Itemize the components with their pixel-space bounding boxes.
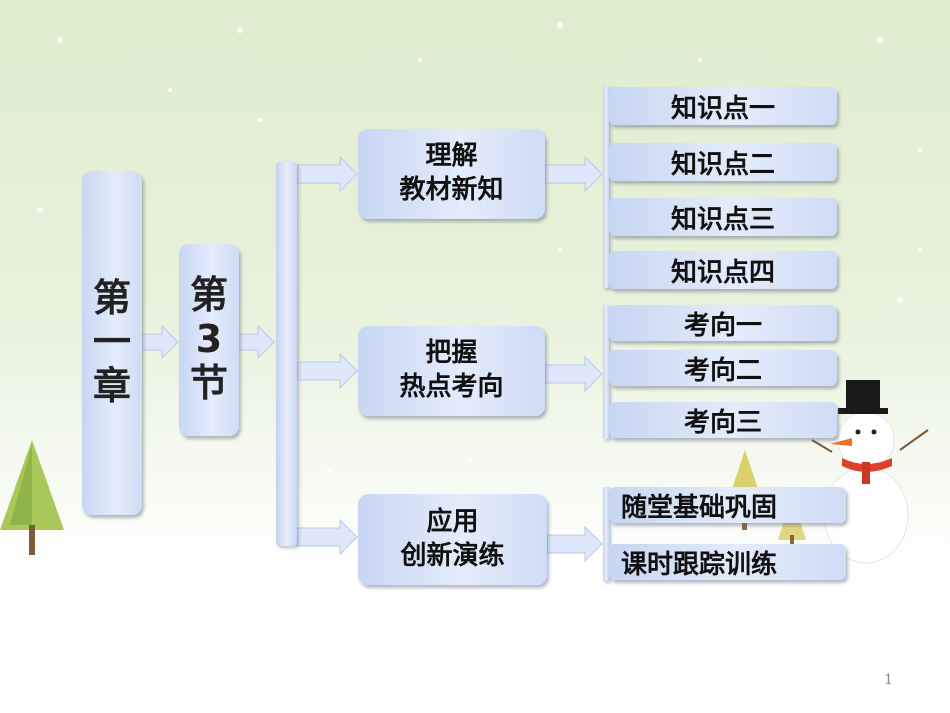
item-label: 随堂基础巩固 — [621, 492, 778, 523]
item-lesson-training[interactable]: 课时跟踪训练 — [609, 544, 846, 580]
chapter-label-2: 一 — [92, 320, 131, 365]
item-exam-direction-2[interactable]: 考向二 — [609, 350, 837, 386]
item-label: 知识点一 — [670, 93, 775, 124]
section-label-2: 3 — [195, 317, 223, 362]
snow-ground — [0, 560, 950, 713]
hub-1-line-2: 教材新知 — [399, 175, 504, 205]
hub-3-line-1: 应用 — [426, 506, 479, 537]
item-knowledge-point-4[interactable]: 知识点四 — [609, 251, 837, 289]
arrow-hub-3-to-items — [546, 525, 603, 563]
bracket-bar-2 — [603, 305, 609, 439]
section-label-1: 第 — [189, 273, 228, 318]
chapter-label-1: 第 — [92, 276, 131, 321]
bracket-bar-1 — [603, 86, 609, 288]
hub-2-line-1: 把握 — [425, 338, 478, 369]
item-exam-direction-3[interactable]: 考向三 — [609, 402, 837, 438]
item-class-practice[interactable]: 随堂基础巩固 — [609, 487, 846, 523]
hub-box-3[interactable]: 应用 创新演练 — [358, 494, 547, 585]
page-number: 1 — [884, 672, 893, 688]
item-label: 考向一 — [683, 310, 762, 341]
tree-icon — [0, 440, 64, 555]
hub-box-2[interactable]: 把握 热点考向 — [358, 326, 545, 416]
arrow-chapter-to-section — [140, 324, 179, 360]
hub-1-line-1: 理解 — [425, 141, 478, 172]
connector-bar-main — [276, 162, 297, 546]
arrow-hub-1-to-items — [544, 155, 603, 193]
arrow-hub-2-to-items — [544, 355, 603, 393]
item-label: 知识点四 — [670, 257, 775, 288]
arrow-bar-to-hub-2 — [296, 352, 358, 390]
item-knowledge-point-2[interactable]: 知识点二 — [609, 143, 837, 181]
item-knowledge-point-1[interactable]: 知识点一 — [609, 87, 837, 125]
item-label: 知识点二 — [670, 149, 775, 180]
chapter-box[interactable]: 第 一 章 — [82, 171, 142, 515]
arrow-bar-to-hub-3 — [296, 518, 358, 556]
chapter-label-3: 章 — [92, 363, 131, 408]
item-label: 课时跟踪训练 — [621, 549, 778, 580]
section-label-3: 节 — [189, 360, 228, 405]
arrows — [140, 155, 603, 563]
snowflakes — [37, 22, 922, 642]
arrow-section-to-bar — [237, 324, 275, 360]
hub-box-1[interactable]: 理解 教材新知 — [358, 129, 545, 219]
hub-3-line-2: 创新演练 — [400, 540, 505, 571]
item-label: 知识点三 — [670, 204, 775, 235]
bracket-bar-3 — [603, 487, 609, 581]
item-label: 考向二 — [683, 355, 762, 386]
item-exam-direction-1[interactable]: 考向一 — [609, 305, 837, 341]
item-knowledge-point-3[interactable]: 知识点三 — [609, 198, 837, 236]
item-label: 考向三 — [683, 407, 762, 438]
hub-2-line-2: 热点考向 — [399, 372, 504, 402]
section-box[interactable]: 第 3 节 — [179, 244, 239, 436]
arrow-bar-to-hub-1 — [296, 155, 358, 193]
